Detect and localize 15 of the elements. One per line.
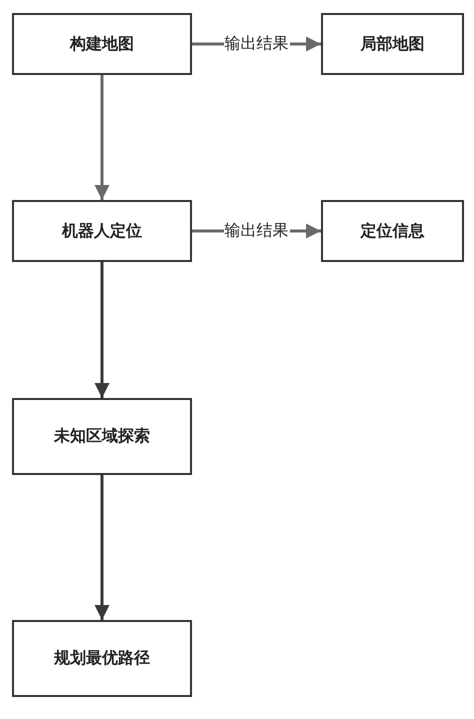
process-box — [321, 13, 464, 75]
box-label: 局部地图 — [360, 34, 424, 54]
arrow — [94, 75, 110, 200]
arrow — [94, 262, 110, 398]
box-label: 规划最优路径 — [54, 648, 150, 669]
box-label: 构建地图 — [70, 34, 134, 54]
process-box — [12, 13, 192, 75]
box-label: 未知区域探索 — [54, 426, 150, 447]
process-box — [12, 200, 192, 262]
process-box — [12, 620, 192, 697]
arrow — [94, 475, 110, 620]
process-box — [12, 398, 192, 475]
box-label: 机器人定位 — [62, 220, 142, 242]
process-box — [321, 200, 464, 262]
box-label: 定位信息 — [360, 220, 424, 242]
